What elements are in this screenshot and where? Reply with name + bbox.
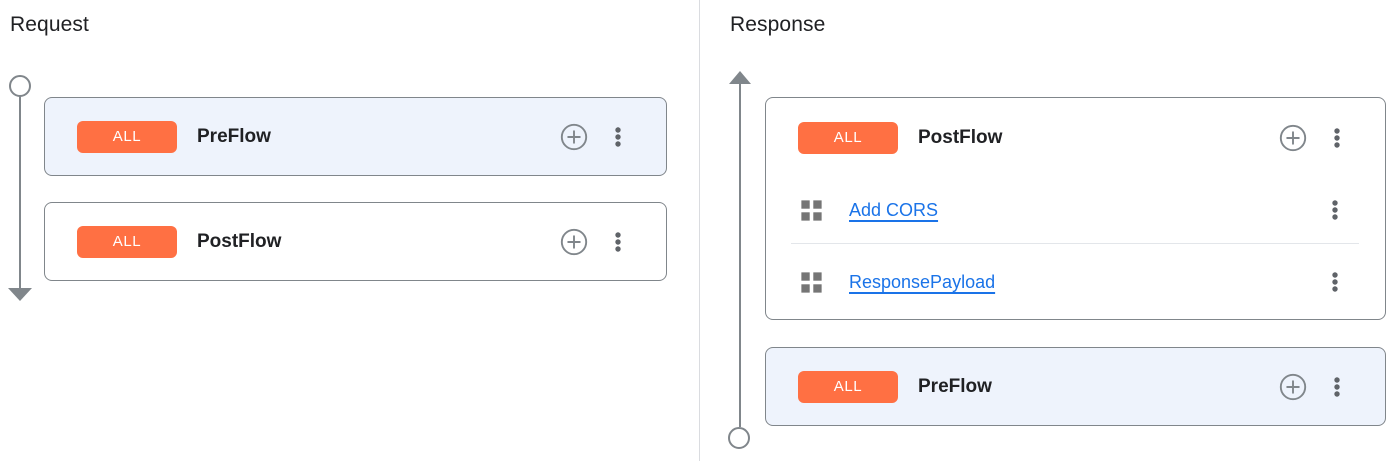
more-options-button[interactable]: [1325, 125, 1349, 151]
arrow-down-icon: [8, 288, 32, 301]
panel-divider: [699, 0, 700, 461]
condition-badge: ALL: [798, 370, 898, 403]
more-vert-icon: [606, 124, 630, 150]
add-policy-button[interactable]: [560, 123, 588, 151]
add-policy-button[interactable]: [1279, 373, 1307, 401]
add-policy-button[interactable]: [1279, 124, 1307, 152]
add-circle-icon: [1279, 373, 1307, 401]
more-vert-icon: [1325, 125, 1349, 151]
more-options-button[interactable]: [1325, 374, 1349, 400]
flow-label: PreFlow: [918, 375, 992, 397]
response-timeline-line: [739, 84, 741, 427]
more-options-button[interactable]: [606, 124, 630, 150]
more-options-button[interactable]: [1323, 269, 1347, 295]
flow-header: ALL PostFlow: [45, 203, 666, 280]
add-circle-icon: [1279, 124, 1307, 152]
request-postflow-card[interactable]: ALL PostFlow: [44, 202, 667, 281]
more-vert-icon: [1323, 197, 1347, 223]
more-options-button[interactable]: [1323, 197, 1347, 223]
response-preflow-card[interactable]: ALL PreFlow: [765, 347, 1386, 426]
add-circle-icon: [560, 228, 588, 256]
response-panel-title: Response: [730, 13, 826, 36]
flow-label: PreFlow: [197, 125, 271, 147]
policy-grid-icon: [798, 269, 825, 296]
policy-row: Add CORS: [766, 177, 1385, 243]
more-vert-icon: [1325, 374, 1349, 400]
more-options-button[interactable]: [606, 229, 630, 255]
policy-grid-icon: [798, 197, 825, 224]
flow-header: ALL PreFlow: [766, 348, 1385, 425]
policy-link-add-cors[interactable]: Add CORS: [849, 199, 939, 220]
request-panel-title: Request: [10, 13, 89, 36]
flow-header: ALL PreFlow: [45, 98, 666, 175]
flow-header: ALL PostFlow: [766, 98, 1385, 177]
request-timeline-start-circle: [9, 75, 31, 97]
policy-link-response-payload[interactable]: ResponsePayload: [849, 271, 996, 292]
condition-badge: ALL: [77, 225, 177, 258]
condition-badge: ALL: [77, 120, 177, 153]
request-preflow-card[interactable]: ALL PreFlow: [44, 97, 667, 176]
arrow-up-icon: [729, 71, 751, 84]
flow-label: PostFlow: [197, 230, 282, 252]
response-postflow-card[interactable]: ALL PostFlow: [765, 97, 1386, 320]
response-timeline-start-circle: [728, 427, 750, 449]
policy-row: ResponsePayload: [766, 244, 1385, 320]
more-vert-icon: [606, 229, 630, 255]
policy-row-divider: [791, 243, 1359, 244]
condition-badge: ALL: [798, 121, 898, 154]
request-timeline-line: [19, 96, 21, 288]
add-circle-icon: [560, 123, 588, 151]
more-vert-icon: [1323, 269, 1347, 295]
add-policy-button[interactable]: [560, 228, 588, 256]
flow-label: PostFlow: [918, 126, 1003, 148]
